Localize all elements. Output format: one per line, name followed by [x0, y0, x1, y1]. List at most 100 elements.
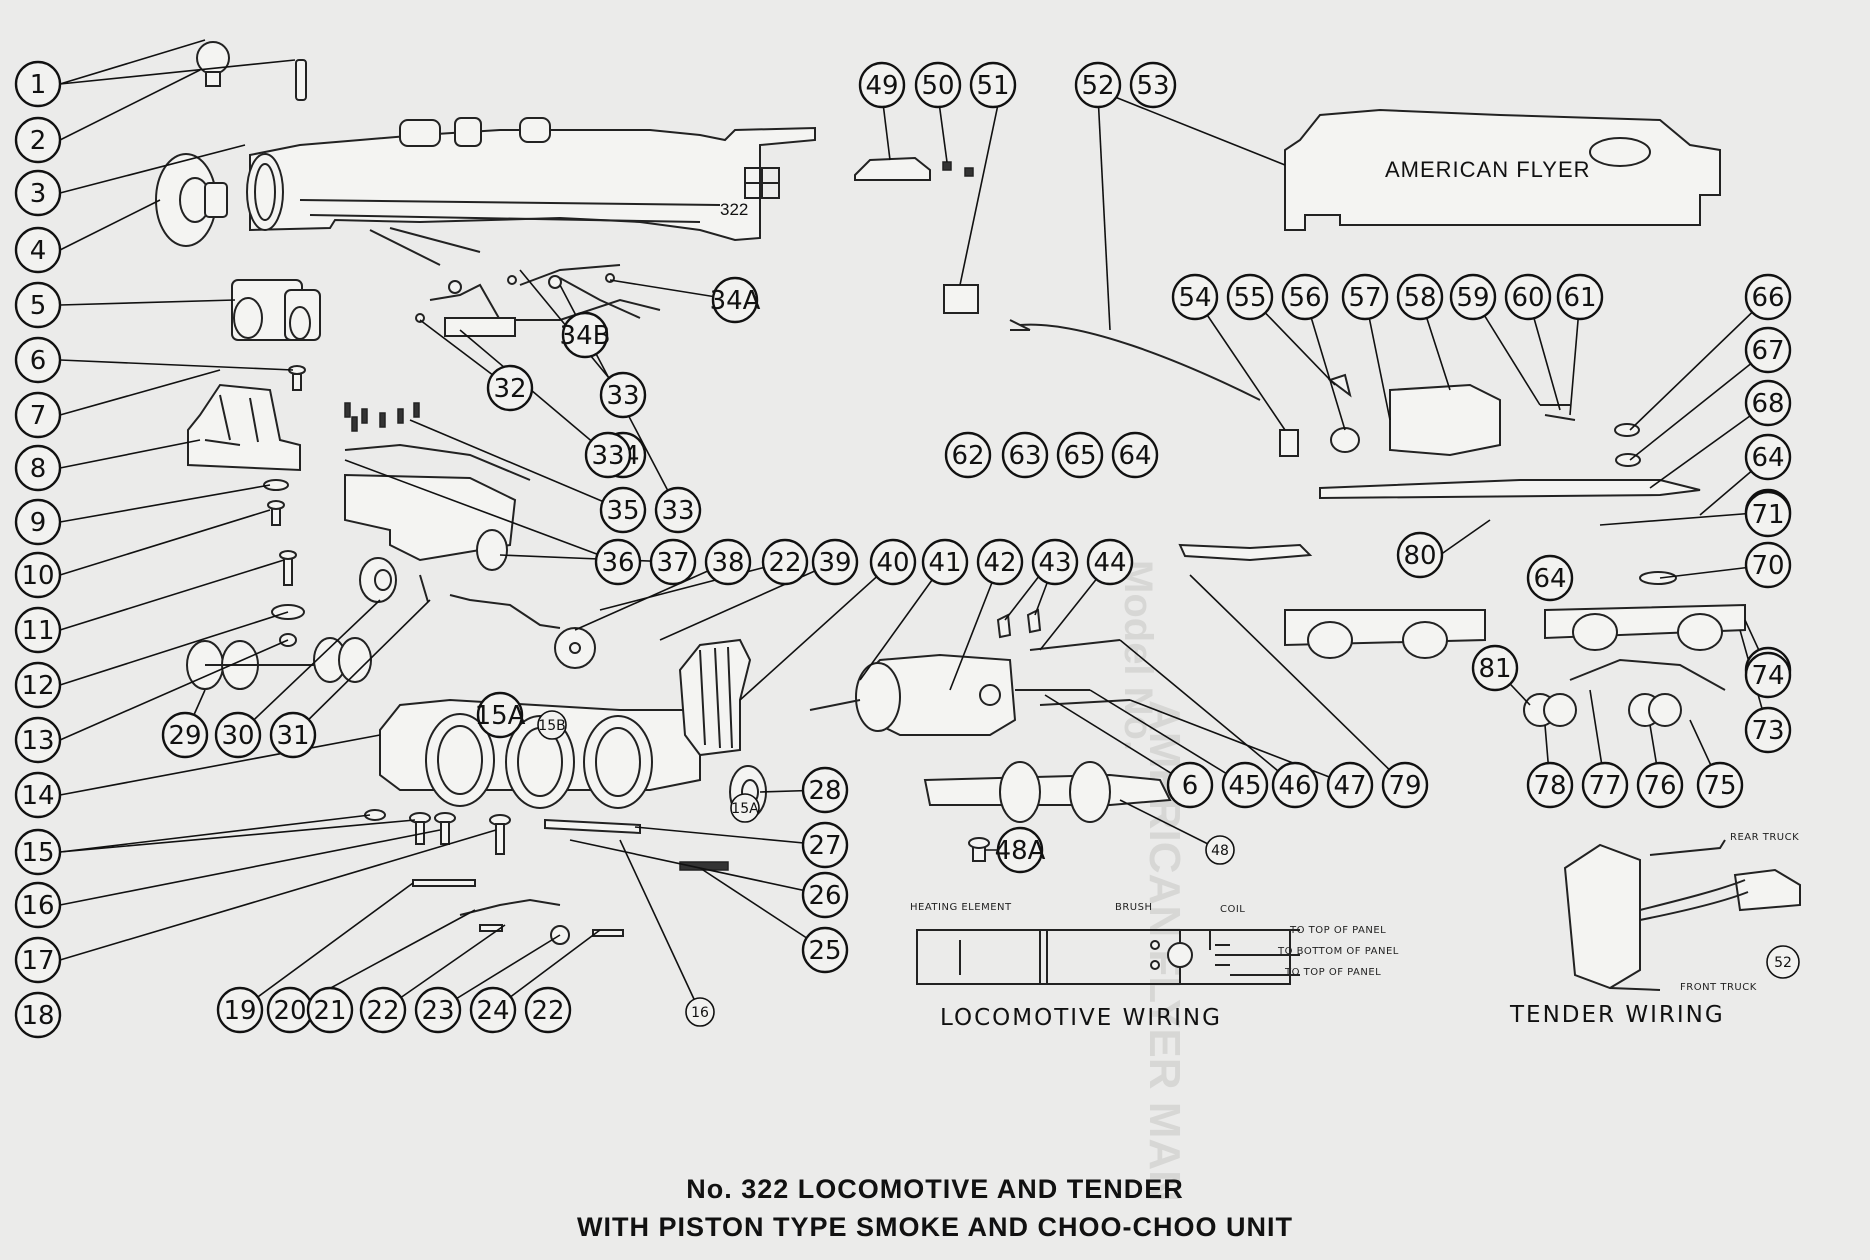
callout-73: 73: [1744, 706, 1792, 754]
callout-number: 41: [928, 548, 961, 578]
callout-number: 81: [1478, 654, 1511, 684]
callout-number: 4: [30, 236, 47, 266]
callout-number: 18: [21, 1001, 54, 1031]
callout-circle: [1744, 706, 1792, 754]
callout-circle: [1056, 431, 1104, 479]
callout-15a: 15A: [730, 793, 760, 823]
callout-54: 54: [1171, 273, 1219, 321]
rear-truck-label: REAR TRUCK: [1730, 832, 1799, 843]
callout-20: 20: [266, 986, 314, 1034]
boiler-shell-drawing: 322: [246, 117, 816, 242]
callout-circle: [996, 826, 1044, 874]
callout-46: 46: [1271, 761, 1319, 809]
callout-21: 21: [306, 986, 354, 1034]
callout-circle: [649, 538, 697, 586]
callout-number: 63: [1008, 441, 1041, 471]
callout-50: 50: [914, 61, 962, 109]
callout-19: 19: [216, 986, 264, 1034]
callout-2: 2: [14, 116, 62, 164]
callout-number: 36: [601, 548, 634, 578]
smoke-unit-drawing: [231, 279, 321, 341]
tender-trucks-drawing: [1284, 571, 1746, 659]
callout-60: 60: [1504, 273, 1552, 321]
callout-circle: [654, 486, 702, 534]
callout-47: 47: [1326, 761, 1374, 809]
callout-circle: [14, 336, 62, 384]
callout-number: 3: [30, 179, 47, 209]
callout-circle: [1581, 761, 1629, 809]
callout-circle: [14, 391, 62, 439]
callout-number: 22: [366, 996, 399, 1026]
callout-circle: [730, 793, 760, 823]
callout-37: 37: [649, 538, 697, 586]
callout-number: 61: [1563, 283, 1596, 313]
callout-52: 52: [1074, 61, 1122, 109]
callout-number: 39: [818, 548, 851, 578]
callout-number: 49: [865, 71, 898, 101]
tender-wiring-schematic: REAR TRUCK FRONT TRUCK TENDER WIRING: [1509, 832, 1801, 1028]
callout-number: 52: [1081, 71, 1114, 101]
callout-circle: [594, 538, 642, 586]
callout-circle: [801, 926, 849, 974]
to-bottom-panel-label: TO BOTTOM OF PANEL: [1277, 946, 1399, 957]
bulb-and-pin-drawings: [196, 41, 307, 101]
callout-number: 26: [808, 881, 841, 911]
diagram-title-block: No. 322 LOCOMOTIVE AND TENDER WITH PISTO…: [0, 1170, 1870, 1246]
callout-number: 15A: [731, 801, 759, 817]
callout-number: 8: [30, 454, 47, 484]
callout-33: 33: [584, 431, 632, 479]
callout-circle: [14, 771, 62, 819]
callout-38: 38: [704, 538, 752, 586]
tender-frame-drawing: [1319, 423, 1701, 500]
callout-number: 25: [808, 936, 841, 966]
callout-number: 16: [21, 891, 54, 921]
brush-label: BRUSH: [1115, 902, 1153, 913]
callout-circle: [1766, 945, 1800, 979]
callout-number: 22: [531, 996, 564, 1026]
callout-circle: [216, 986, 264, 1034]
callout-number: 66: [1751, 283, 1784, 313]
callout-15b: 15B: [537, 710, 567, 740]
callout-circle: [1636, 761, 1684, 809]
callout-circle: [414, 986, 462, 1034]
callout-70: 70: [1744, 541, 1792, 589]
callout-78: 78: [1526, 761, 1574, 809]
callout-number: 7: [30, 401, 47, 431]
callout-6: 6: [14, 336, 62, 384]
callout-17: 17: [14, 936, 62, 984]
tender-shell-drawing: AMERICAN FLYER: [1284, 108, 1721, 231]
callout-30: 30: [214, 711, 262, 759]
callout-8: 8: [14, 444, 62, 492]
callout-9: 9: [14, 498, 62, 546]
callout-circle: [214, 711, 262, 759]
coil-label: COIL: [1220, 904, 1245, 915]
callout-27: 27: [801, 821, 849, 869]
callout-number: 45: [1228, 771, 1261, 801]
callout-circle: [685, 997, 715, 1027]
callout-22: 22: [359, 986, 407, 1034]
callout-number: 15B: [538, 718, 565, 734]
callout-number: 15: [21, 838, 54, 868]
callout-circle: [704, 538, 752, 586]
choo-choo-unit-drawing: [344, 443, 531, 571]
callout-80: 80: [1396, 531, 1444, 579]
callout-circle: [14, 281, 62, 329]
callout-number: 54: [1178, 283, 1211, 313]
callout-71: 71: [1744, 490, 1792, 538]
callout-number: 79: [1388, 771, 1421, 801]
callout-number: 73: [1751, 716, 1784, 746]
callout-circle: [14, 498, 62, 546]
callout-48: 48: [1205, 835, 1235, 865]
callout-35: 35: [599, 486, 647, 534]
callout-5: 5: [14, 281, 62, 329]
callout-81: 81: [1471, 644, 1519, 692]
title-line-1: No. 322 LOCOMOTIVE AND TENDER: [686, 1174, 1184, 1204]
callout-number: 1: [30, 70, 47, 100]
tender-wiring-heading: TENDER WIRING: [1509, 1002, 1725, 1028]
callout-number: 34B: [560, 321, 611, 351]
callout-number: 6: [1182, 771, 1199, 801]
callout-number: 5: [30, 291, 47, 321]
callout-79: 79: [1381, 761, 1429, 809]
